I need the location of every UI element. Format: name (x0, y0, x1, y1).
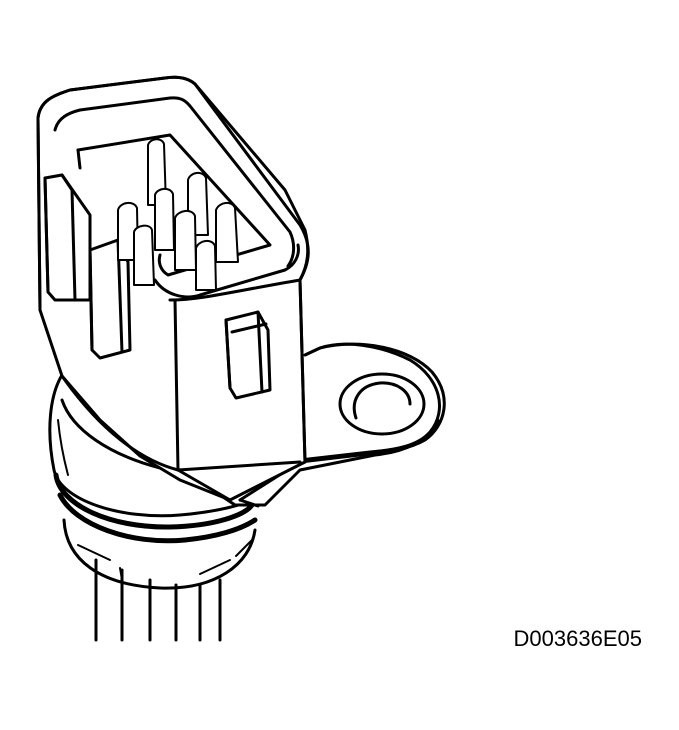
connector-housing (36, 75, 310, 502)
mounting-hole (338, 372, 426, 436)
sensor-body (48, 373, 257, 518)
connector-pins (117, 138, 239, 291)
figure-part-number-label: D003636E05 (513, 626, 642, 651)
o-ring-seal (53, 472, 258, 544)
sensor-tip (62, 518, 257, 642)
locking-tab (224, 310, 272, 400)
